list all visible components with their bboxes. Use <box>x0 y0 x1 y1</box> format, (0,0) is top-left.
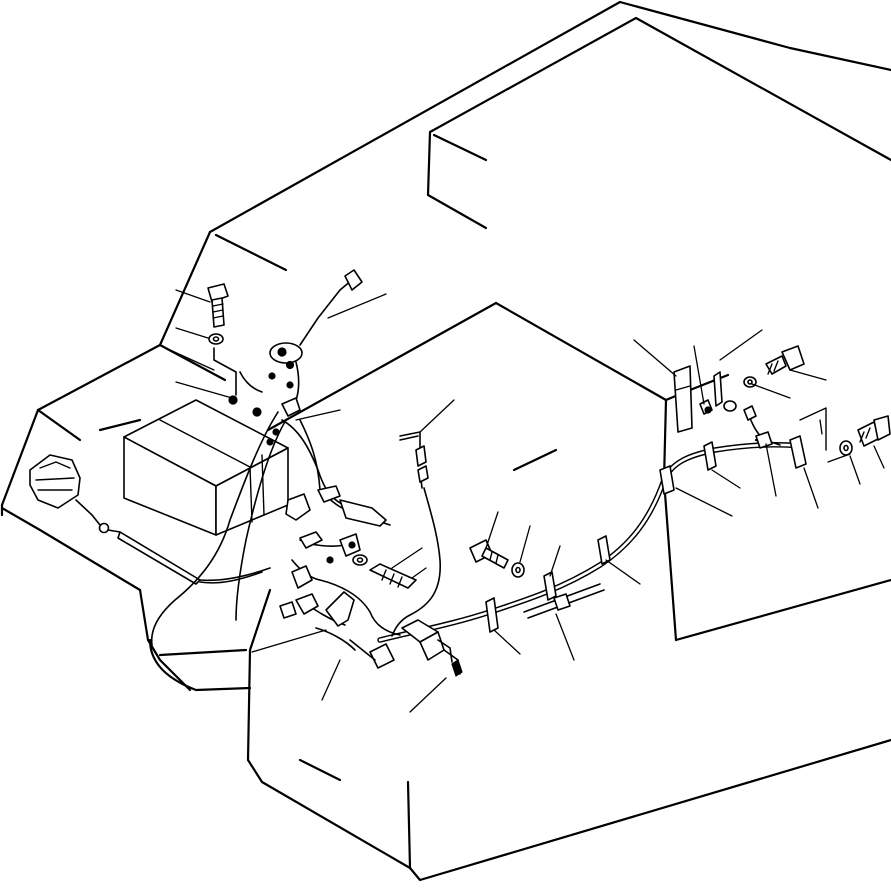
harness-clamp-3 <box>597 535 611 565</box>
washer-upper-left <box>208 333 224 345</box>
harness-clamp-4 <box>659 465 675 495</box>
bracket-center <box>325 591 355 627</box>
bolt-upper-left <box>207 283 229 328</box>
harness-clamp-6 <box>789 435 807 469</box>
relay-cluster <box>266 397 387 619</box>
harness-clamp-5 <box>703 441 717 471</box>
washer-center <box>352 554 368 566</box>
horn-wire <box>199 571 263 584</box>
fuel-gauge-sender <box>268 269 363 389</box>
battery <box>123 395 289 536</box>
wiring-harness <box>150 361 803 677</box>
washer-harness-mount <box>511 562 525 578</box>
harness-clamp-1 <box>485 597 499 633</box>
bolt-right-upper <box>765 345 805 375</box>
bolt-harness-mount <box>469 539 509 569</box>
harness-clamp-2 <box>543 571 557 601</box>
horn <box>29 454 201 585</box>
bracket-right <box>673 365 693 433</box>
bolt-right-lower <box>857 415 891 447</box>
ground-strap <box>713 371 737 412</box>
ground-cable-right <box>743 405 781 449</box>
sub-harness <box>523 583 605 619</box>
bolt-right-small <box>699 399 713 415</box>
leader-lines <box>169 289 885 713</box>
washer-right-lower <box>839 440 853 456</box>
bolt-center <box>369 563 417 589</box>
